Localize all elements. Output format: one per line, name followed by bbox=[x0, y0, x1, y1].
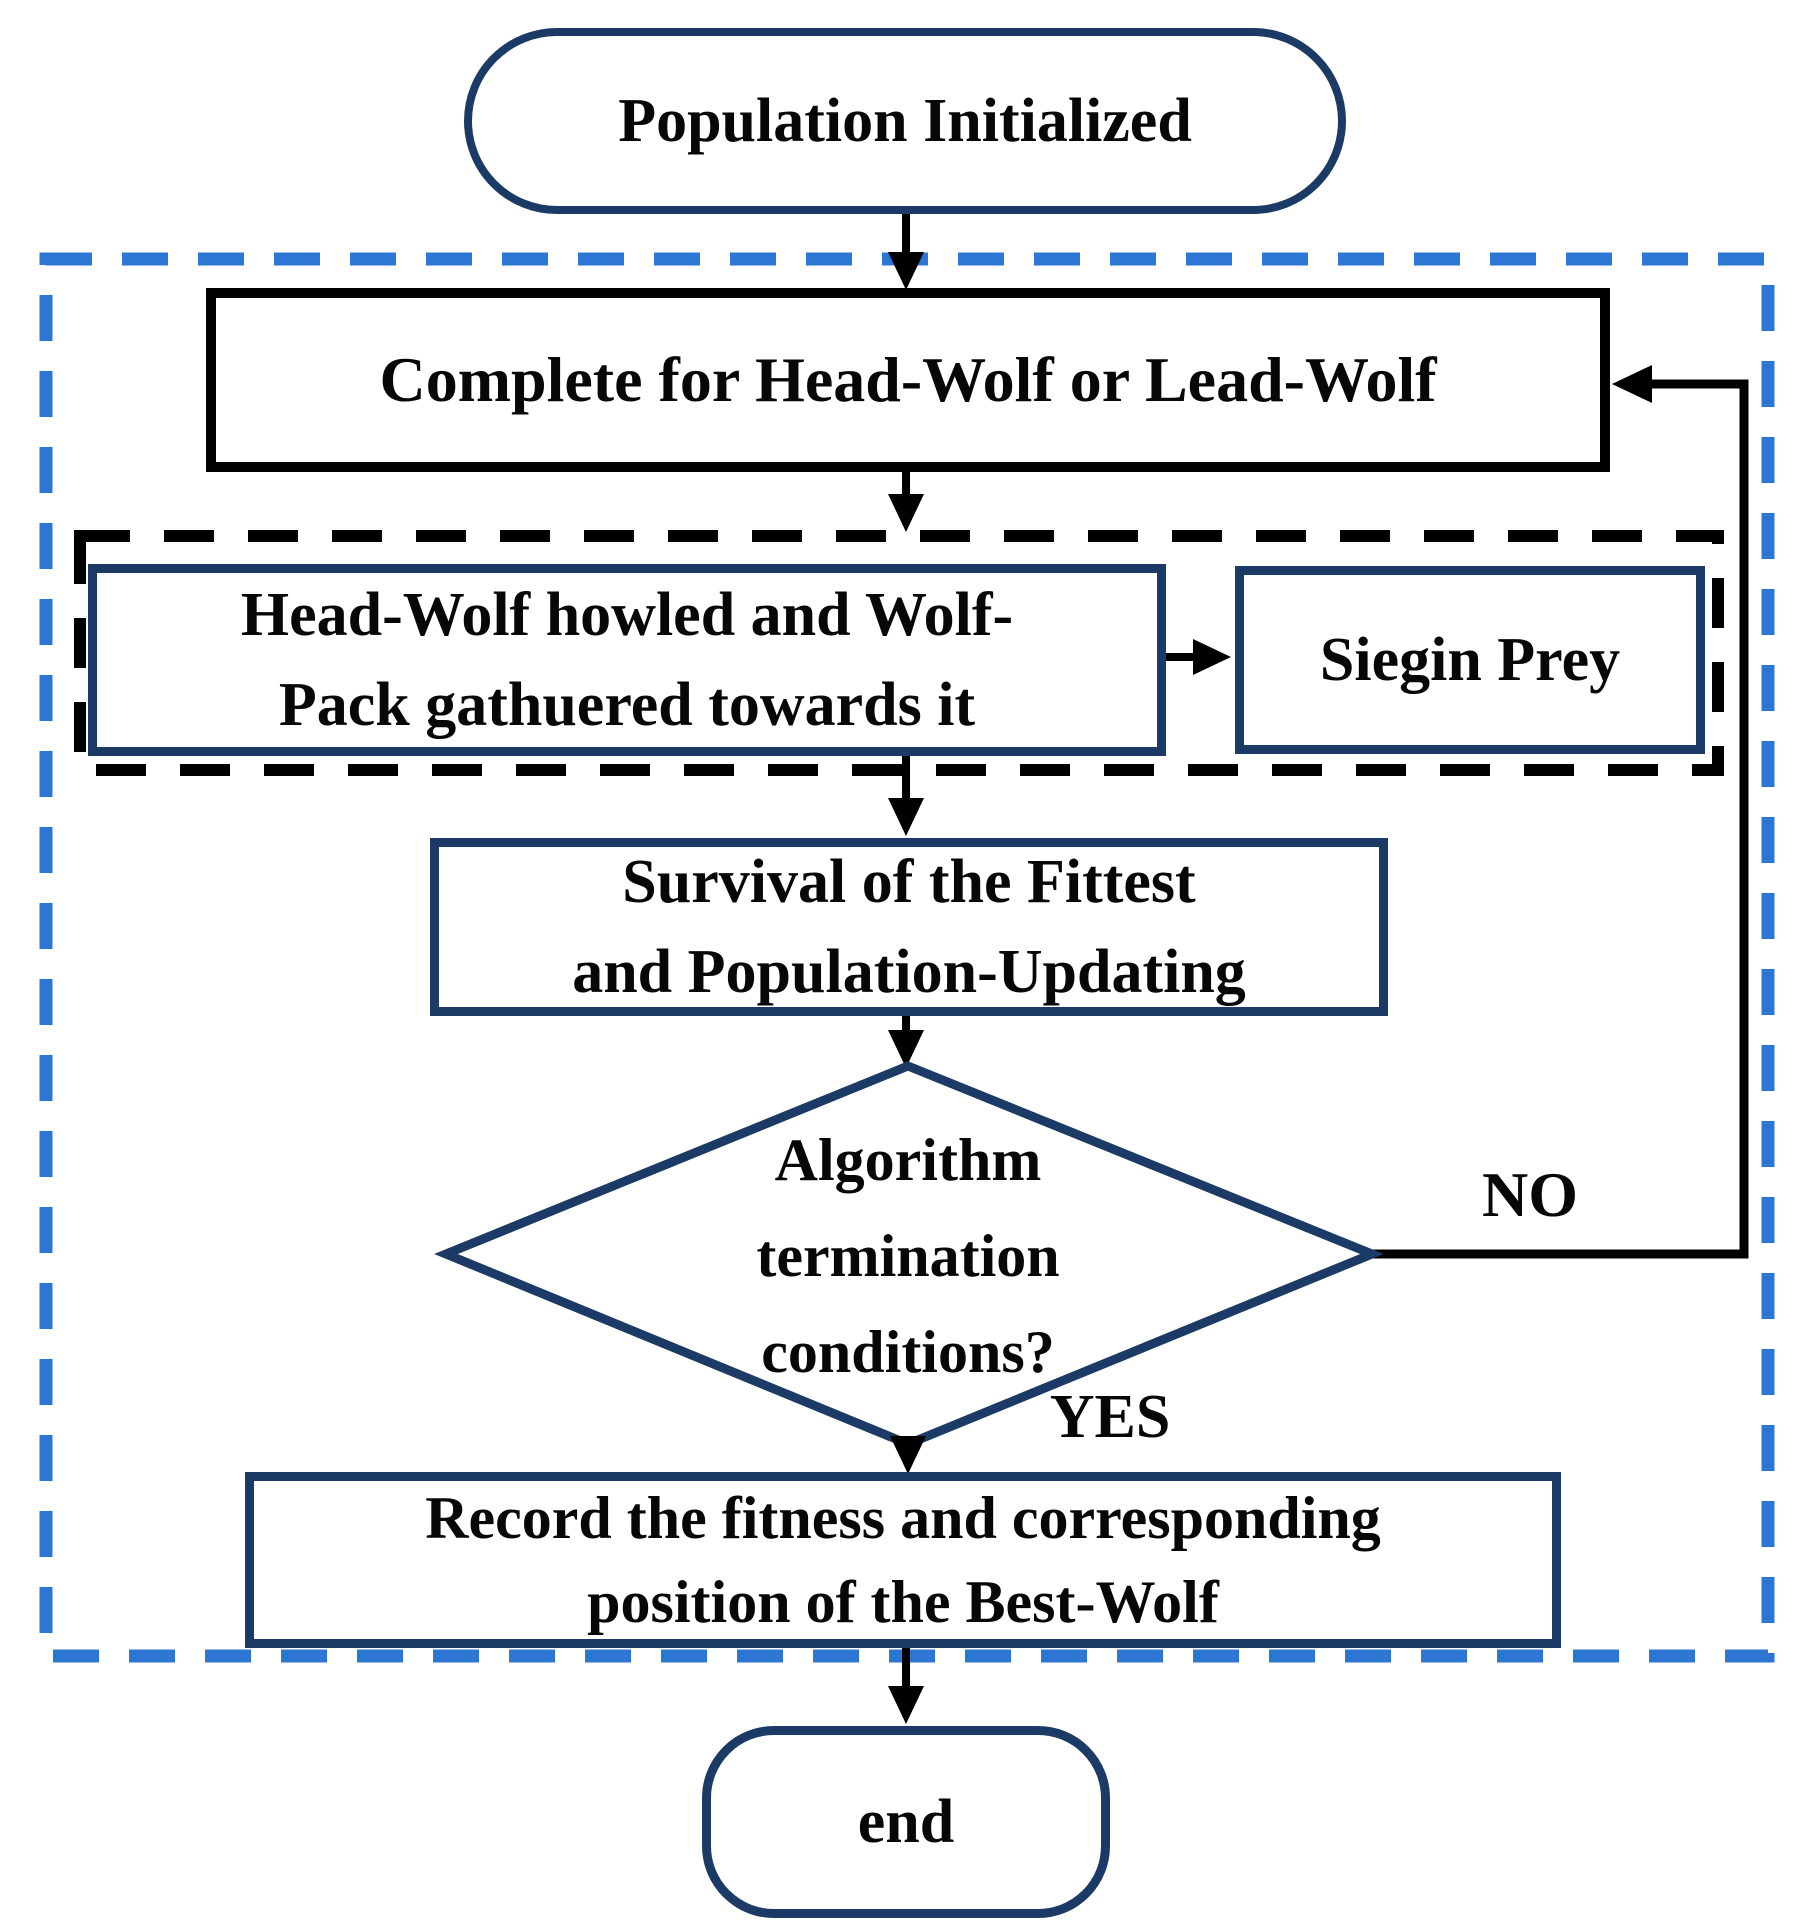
arrowhead-howl-to-siege-icon bbox=[1193, 639, 1231, 675]
complete-process-label: Complete for Head-Wolf or Lead-Wolf bbox=[379, 344, 1437, 415]
survival-process-line2: and Population-Updating bbox=[572, 938, 1246, 1006]
howl-siege-dashed-region bbox=[74, 530, 1724, 776]
end-terminal-label: end bbox=[857, 1787, 955, 1856]
decision-diamond-label: Algorithm termination conditions? bbox=[608, 1112, 1208, 1400]
yes-edge-label: YES bbox=[1049, 1383, 1171, 1451]
arrowhead-record-to-end-icon bbox=[888, 1686, 924, 1724]
complete-process-box: Complete for Head-Wolf or Lead-Wolf bbox=[206, 288, 1610, 472]
start-terminal: Population Initialized bbox=[464, 28, 1346, 214]
start-terminal-label: Population Initialized bbox=[618, 86, 1192, 155]
arrowhead-survival-to-decision-icon bbox=[888, 1030, 924, 1068]
no-branch-arrowhead-icon bbox=[1612, 365, 1652, 403]
arrowhead-decision-to-record-icon bbox=[890, 1436, 926, 1474]
survival-process-box: Survival of the Fittest and Population-U… bbox=[430, 838, 1388, 1016]
arrowhead-start-to-complete-icon bbox=[888, 252, 924, 290]
end-terminal: end bbox=[702, 1726, 1110, 1918]
arrowhead-complete-to-howl-icon bbox=[888, 494, 924, 532]
howl-process-box: Head-Wolf howled and Wolf- Pack gathuere… bbox=[88, 564, 1166, 756]
siege-prey-box: Siegin Prey bbox=[1235, 566, 1705, 754]
record-process-line2: position of the Best-Wolf bbox=[587, 1569, 1219, 1635]
decision-line1: Algorithm bbox=[774, 1127, 1042, 1193]
decision-line2: termination bbox=[756, 1223, 1060, 1289]
decision-line3: conditions? bbox=[761, 1319, 1055, 1385]
survival-process-line1: Survival of the Fittest bbox=[622, 848, 1196, 916]
siege-prey-label: Siegin Prey bbox=[1319, 625, 1621, 694]
howl-process-line1: Head-Wolf howled and Wolf- bbox=[240, 581, 1014, 649]
no-branch-line bbox=[1370, 379, 1749, 1259]
no-edge-label: NO bbox=[1482, 1159, 1578, 1230]
record-process-box: Record the fitness and corresponding pos… bbox=[245, 1472, 1561, 1648]
record-process-line1: Record the fitness and corresponding bbox=[425, 1485, 1381, 1551]
arrowhead-howl-to-survival-icon bbox=[888, 798, 924, 836]
howl-process-line2: Pack gathuered towards it bbox=[278, 671, 976, 739]
